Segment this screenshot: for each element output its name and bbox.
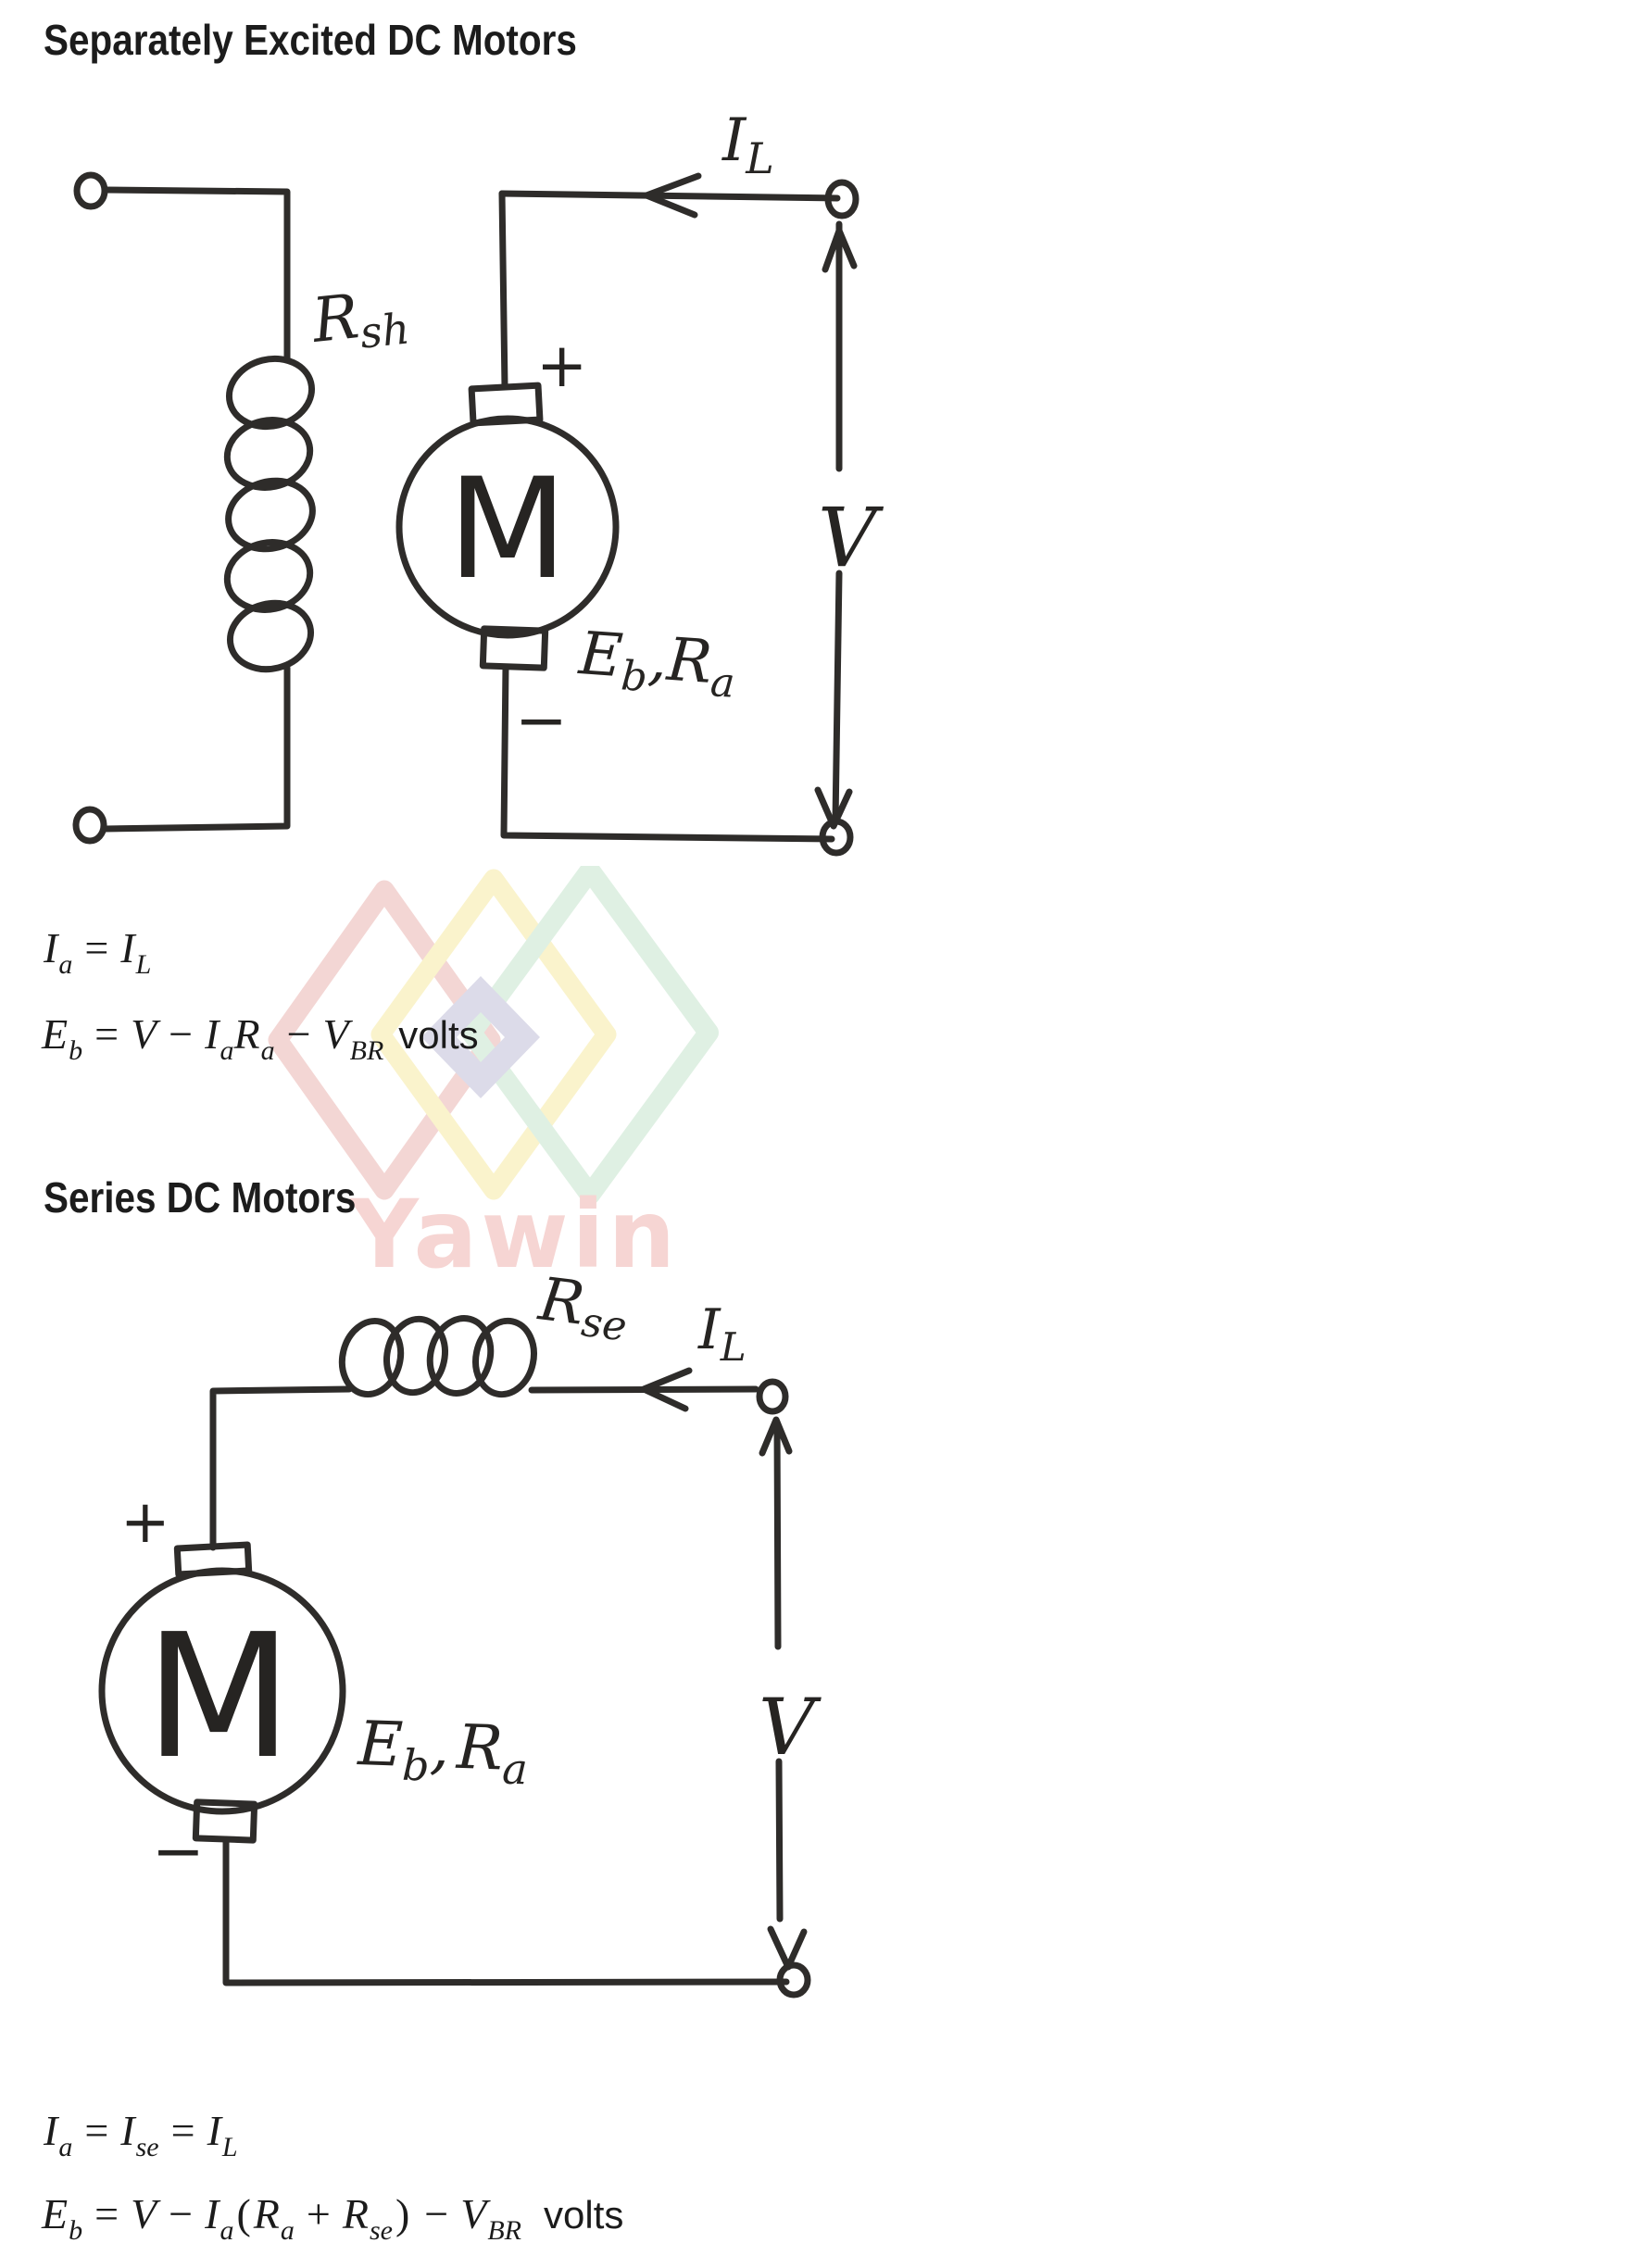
label-series-resistance: Rse [533, 1265, 633, 1350]
current-arrow-icon [643, 172, 702, 219]
label-plus: + [120, 1488, 170, 1557]
series-coil-icon [338, 1315, 537, 1398]
voltage-arrow-down-icon [814, 786, 853, 830]
voltage-arrow-up-icon [822, 227, 858, 273]
equation-armature-current-2: Ia=Ise=IL [44, 2107, 238, 2162]
terminal-top-left [73, 171, 108, 210]
label-line-current: IL [721, 107, 774, 183]
label-back-emf-armature: Eb,Ra [356, 1708, 530, 1794]
voltage-arrow-down-icon [767, 1925, 808, 1971]
brush-bottom [192, 1798, 258, 1844]
watermark-text: Yawin [350, 1180, 680, 1290]
motor-letter: M [447, 449, 567, 610]
current-arrow-icon [640, 1367, 693, 1412]
motor-circle [395, 415, 620, 639]
label-field-resistance: Rsh [308, 276, 412, 363]
label-back-emf-armature: Eb,Ra [575, 620, 738, 708]
circuit-diagram-separately-excited: Rsh + M Eb,Ra − IL V [72, 107, 885, 857]
armature-wire-top [498, 190, 508, 391]
brush-top [173, 1541, 253, 1578]
voltage-line-upper [773, 1420, 782, 1650]
bottom-wire [222, 1836, 790, 1986]
supply-wire-top [498, 190, 841, 202]
armature-wire-bottom [500, 663, 835, 843]
field-coil-icon [223, 355, 316, 673]
terminal-top-right [756, 1378, 789, 1415]
label-minus: − [515, 684, 568, 758]
terminal-bottom-left [72, 806, 107, 845]
section-title-series: Series DC Motors [44, 1173, 357, 1222]
yawin-watermark-diamonds-icon [268, 866, 719, 1205]
left-wire-top [209, 1385, 353, 1551]
voltage-line-lower [775, 1758, 784, 1923]
circuit-diagram-series: Rse IL + M − Eb,Ra V [98, 1265, 822, 1999]
label-plus: + [536, 330, 587, 401]
label-supply-voltage: V [759, 1682, 822, 1773]
brush-bottom [479, 625, 549, 671]
voltage-line-lower [832, 570, 843, 825]
red-diamond-icon [268, 880, 501, 1200]
section-title-separately-excited: Separately Excited DC Motors [44, 16, 577, 64]
lavender-diamond-icon [421, 976, 540, 1098]
field-wire-top [102, 186, 291, 363]
label-supply-voltage: V [818, 490, 885, 585]
green-diamond-icon [461, 866, 719, 1205]
terminal-top-right [824, 179, 859, 219]
field-wire-bottom [101, 664, 291, 833]
equation-armature-current-1: Ia=IL [44, 924, 152, 980]
motor-letter: M [144, 1597, 293, 1797]
label-line-current: IL [697, 1297, 746, 1370]
label-minus: − [152, 1815, 205, 1888]
yellow-diamond-icon [370, 869, 617, 1200]
